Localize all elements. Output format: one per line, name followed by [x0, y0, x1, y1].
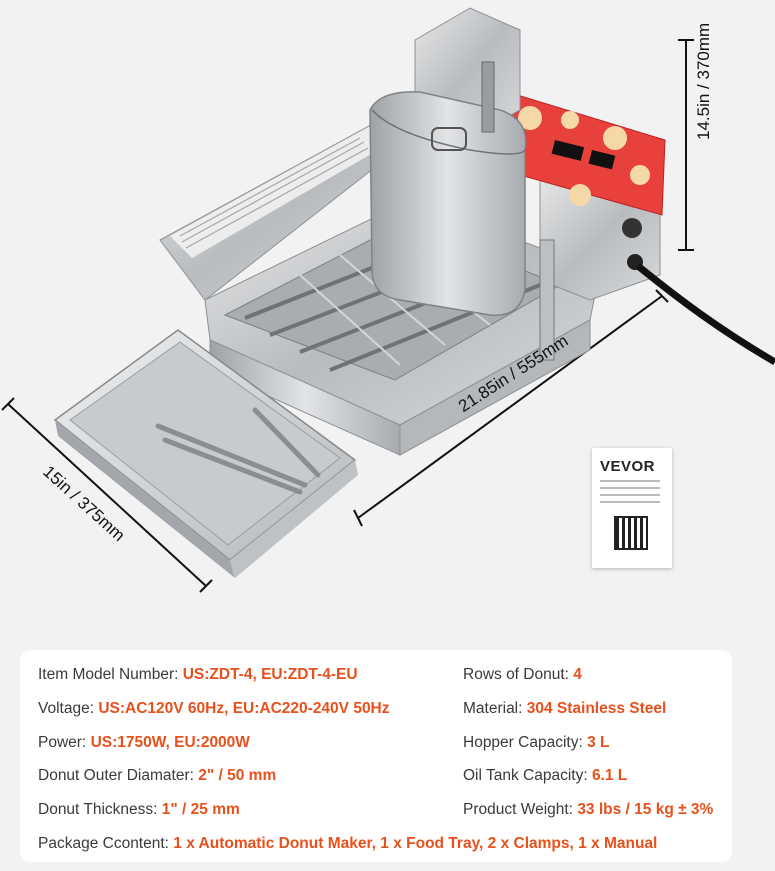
manual-brand-logo: VEVOR [600, 458, 656, 475]
dimension-line-height [678, 39, 694, 251]
manual-text-lines [600, 480, 660, 508]
specifications-panel: Item Model Number: US:ZDT-4, EU:ZDT-4-EU… [20, 650, 732, 862]
spec-model-number: Item Model Number: US:ZDT-4, EU:ZDT-4-EU [38, 666, 358, 683]
user-manual: VEVOR [592, 448, 672, 568]
qr-code-icon [614, 516, 648, 550]
spec-package-content: Package Ccontent: 1 x Automatic Donut Ma… [38, 835, 658, 852]
spec-material: Material: 304 Stainless Steel [463, 700, 667, 717]
spec-rows-of-donut: Rows of Donut: 4 [463, 666, 582, 683]
dimension-line-width [1, 397, 213, 593]
spec-power: Power: US:1750W, EU:2000W [38, 734, 250, 751]
dimension-line-length [353, 289, 669, 527]
height-dimension-label: 14.5in / 370mm [694, 22, 713, 140]
spec-donut-thickness: Donut Thickness: 1" / 25 mm [38, 801, 240, 818]
tongs [155, 407, 321, 495]
machine-body [159, 7, 775, 456]
product-photo [1, 7, 775, 593]
spec-hopper-capacity: Hopper Capacity: 3 L [463, 734, 610, 751]
spec-oil-tank-capacity: Oil Tank Capacity: 6.1 L [463, 767, 628, 784]
spec-voltage: Voltage: US:AC120V 60Hz, EU:AC220-240V 5… [38, 700, 390, 717]
spec-donut-diameter: Donut Outer Diamater: 2" / 50 mm [38, 767, 277, 784]
spec-product-weight: Product Weight: 33 lbs / 15 kg ± 3% [463, 801, 714, 818]
